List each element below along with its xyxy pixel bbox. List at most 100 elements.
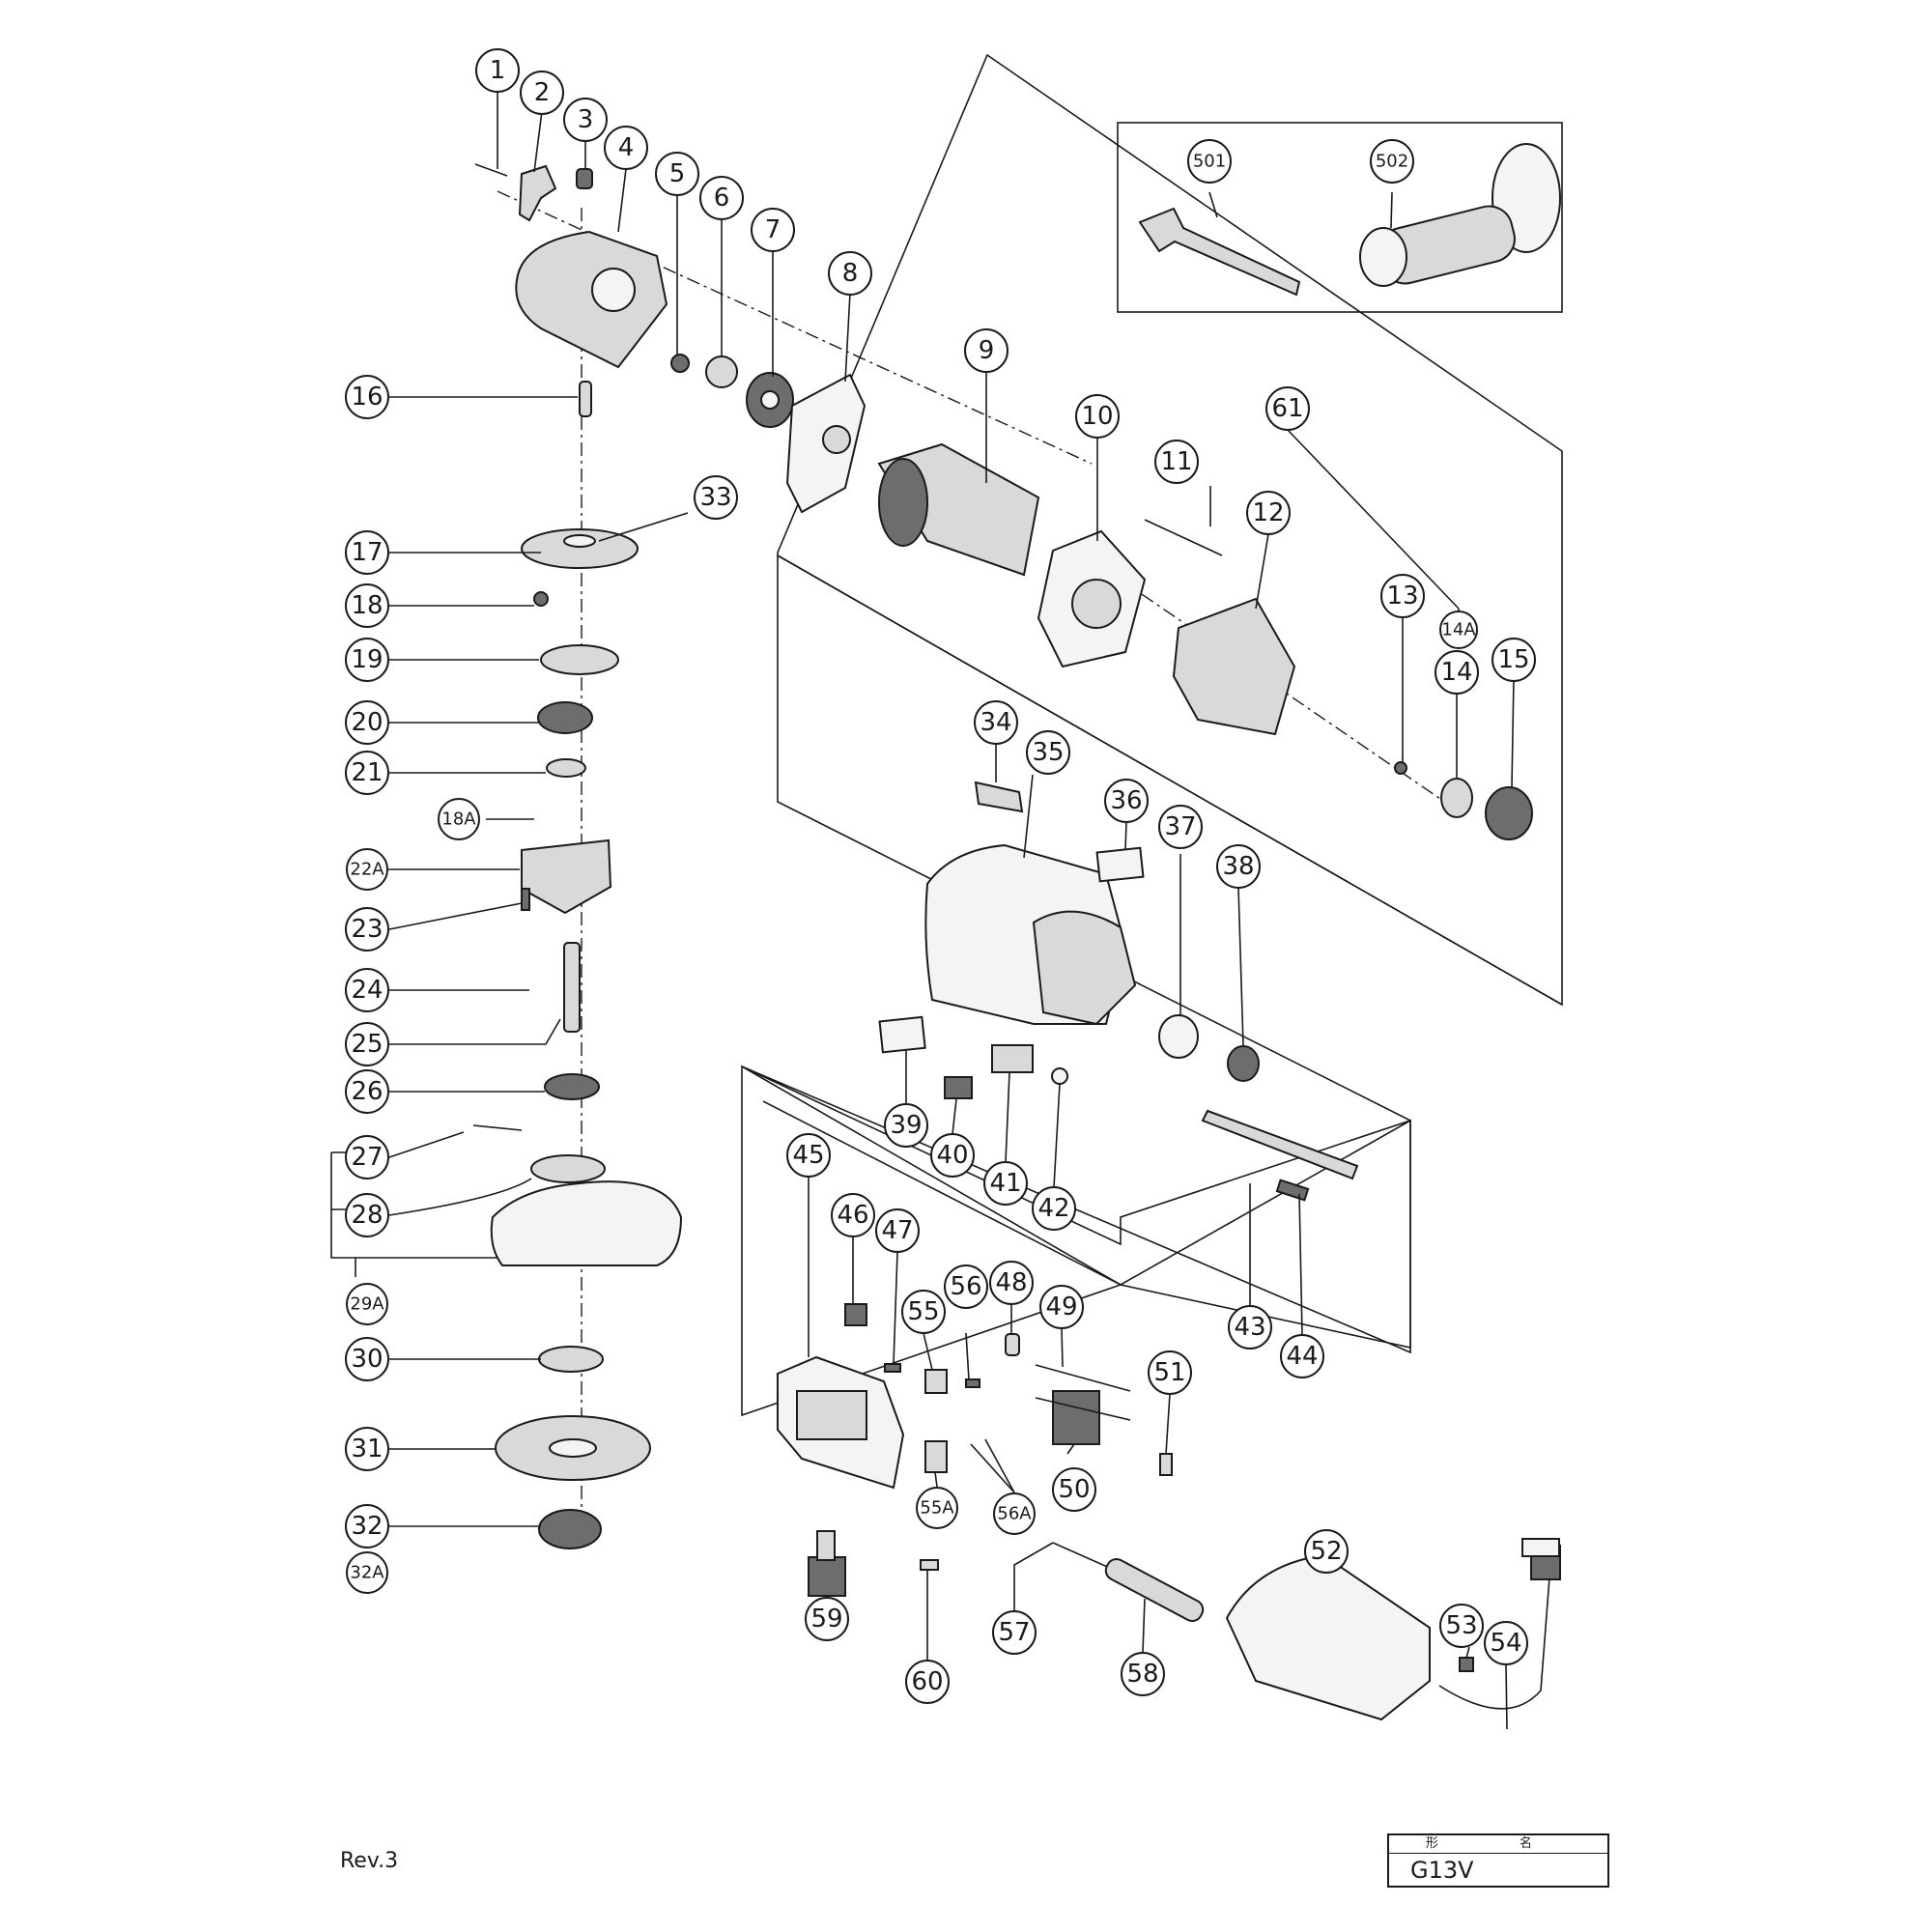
svg-text:18: 18 <box>351 591 383 620</box>
svg-text:46: 46 <box>837 1201 868 1230</box>
callout-55: 55 <box>901 1290 946 1334</box>
callout-57: 57 <box>992 1610 1037 1655</box>
callout-24: 24 <box>345 968 389 1012</box>
svg-text:3: 3 <box>578 105 594 134</box>
callout-10: 10 <box>1075 394 1120 439</box>
callout-54: 54 <box>1484 1621 1528 1665</box>
callout-32: 32 <box>345 1504 389 1548</box>
svg-text:51: 51 <box>1153 1358 1185 1387</box>
callout-21: 21 <box>345 751 389 795</box>
callout-43: 43 <box>1228 1305 1272 1350</box>
svg-text:13: 13 <box>1386 582 1418 611</box>
svg-text:22A: 22A <box>350 860 384 880</box>
callout-61: 61 <box>1265 386 1310 431</box>
switch-group-frame <box>741 1065 1122 1417</box>
svg-text:5: 5 <box>669 159 686 188</box>
svg-text:32: 32 <box>351 1512 383 1541</box>
callout-30: 30 <box>345 1337 389 1381</box>
svg-text:37: 37 <box>1164 812 1196 841</box>
svg-text:45: 45 <box>792 1141 824 1170</box>
callout-53: 53 <box>1439 1604 1484 1648</box>
callout-19: 19 <box>345 638 389 682</box>
svg-text:1: 1 <box>490 56 506 85</box>
callout-45: 45 <box>786 1133 831 1178</box>
svg-text:56A: 56A <box>997 1504 1032 1524</box>
svg-text:60: 60 <box>911 1667 943 1696</box>
svg-text:52: 52 <box>1310 1537 1342 1566</box>
svg-text:55: 55 <box>907 1297 939 1326</box>
model-name: G13V <box>1410 1857 1474 1884</box>
callout-41: 41 <box>983 1161 1028 1206</box>
callout-33: 33 <box>694 475 738 520</box>
svg-text:43: 43 <box>1234 1313 1265 1342</box>
callout-46: 46 <box>831 1193 875 1237</box>
callout-60: 60 <box>905 1660 950 1704</box>
title-block: 形 名 G13V <box>1387 1833 1609 1888</box>
svg-text:49: 49 <box>1045 1293 1077 1321</box>
callout-14A: 14A <box>1439 611 1478 649</box>
callout-16: 16 <box>345 375 389 419</box>
callout-12: 12 <box>1246 491 1291 535</box>
svg-text:34: 34 <box>980 708 1011 737</box>
callout-8: 8 <box>828 251 872 296</box>
svg-text:32A: 32A <box>350 1563 384 1583</box>
svg-text:7: 7 <box>765 215 781 244</box>
svg-text:501: 501 <box>1193 152 1226 172</box>
callout-52: 52 <box>1304 1529 1349 1574</box>
callout-26: 26 <box>345 1069 389 1114</box>
callout-1: 1 <box>475 48 520 93</box>
callout-15: 15 <box>1492 638 1536 682</box>
callout-22A: 22A <box>346 848 388 891</box>
callout-58: 58 <box>1121 1652 1165 1696</box>
callout-6: 6 <box>699 176 744 220</box>
svg-text:18A: 18A <box>441 810 476 830</box>
svg-text:25: 25 <box>351 1030 383 1059</box>
callout-44: 44 <box>1280 1334 1324 1378</box>
stator-frame <box>777 555 1411 1122</box>
svg-text:24: 24 <box>351 976 383 1005</box>
svg-text:9: 9 <box>979 336 995 365</box>
callout-25: 25 <box>345 1022 389 1066</box>
svg-text:55A: 55A <box>920 1498 954 1519</box>
svg-text:57: 57 <box>998 1618 1030 1647</box>
callout-2: 2 <box>520 71 564 115</box>
callout-20: 20 <box>345 700 389 745</box>
accessory-box <box>1117 122 1563 313</box>
svg-text:26: 26 <box>351 1077 383 1106</box>
svg-text:6: 6 <box>714 184 730 213</box>
callout-32A: 32A <box>346 1551 388 1594</box>
callout-11: 11 <box>1154 440 1199 484</box>
svg-text:15: 15 <box>1497 645 1529 674</box>
callout-5: 5 <box>655 152 699 196</box>
svg-text:21: 21 <box>351 758 383 787</box>
svg-text:8: 8 <box>842 259 859 288</box>
svg-text:11: 11 <box>1160 447 1192 476</box>
callout-35: 35 <box>1026 730 1070 775</box>
callout-23: 23 <box>345 907 389 952</box>
svg-text:33: 33 <box>699 483 731 512</box>
revision-label: Rev.3 <box>340 1849 399 1873</box>
callout-49: 49 <box>1039 1285 1084 1329</box>
callout-18: 18 <box>345 583 389 628</box>
callout-59: 59 <box>805 1597 849 1641</box>
callout-501: 501 <box>1187 139 1232 184</box>
svg-text:16: 16 <box>351 383 383 412</box>
svg-text:10: 10 <box>1081 402 1113 431</box>
callout-47: 47 <box>875 1208 920 1253</box>
callout-50: 50 <box>1052 1467 1096 1512</box>
callout-3: 3 <box>563 98 608 142</box>
svg-text:42: 42 <box>1037 1194 1069 1223</box>
svg-text:502: 502 <box>1376 152 1408 172</box>
callout-502: 502 <box>1370 139 1414 184</box>
callout-13: 13 <box>1380 574 1425 618</box>
svg-text:12: 12 <box>1252 498 1284 527</box>
svg-text:28: 28 <box>351 1201 383 1230</box>
svg-text:38: 38 <box>1222 852 1254 881</box>
svg-text:44: 44 <box>1286 1342 1318 1371</box>
callout-37: 37 <box>1158 805 1203 849</box>
svg-text:41: 41 <box>989 1169 1021 1198</box>
svg-text:50: 50 <box>1058 1475 1090 1504</box>
callout-40: 40 <box>930 1133 975 1178</box>
controller-frame <box>762 1100 1411 1349</box>
